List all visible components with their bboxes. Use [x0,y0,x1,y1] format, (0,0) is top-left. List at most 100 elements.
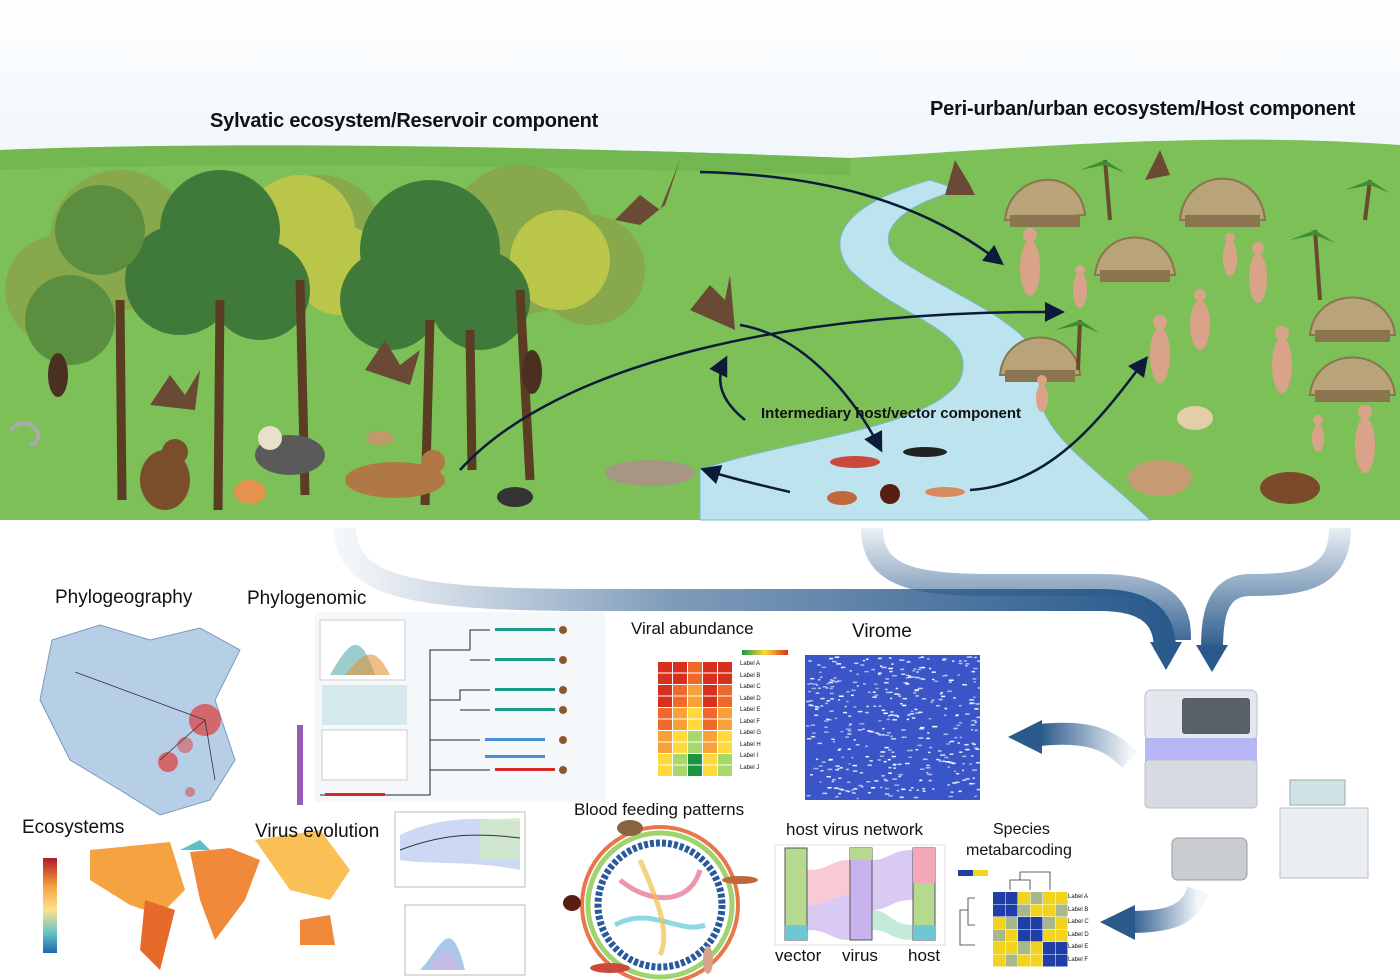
virome-speckle [845,790,849,792]
virome-speckle [928,718,932,720]
virome-speckle [920,768,925,770]
virome-speckle [867,691,871,694]
virome-speckle [894,693,899,695]
virome-speckle [929,667,932,670]
phylogeography-label: Phylogeography [55,587,193,608]
virome-speckle [886,718,890,721]
virome-speckle [832,740,836,743]
virome-speckle [851,789,854,791]
virome-speckle [853,788,858,790]
metabar-cell [993,942,1005,954]
virome-speckle [818,687,821,689]
virome-speckle [882,727,885,730]
virome-speckle [905,683,910,685]
abundance-cell [718,742,732,753]
virome-speckle [921,666,926,669]
species-label: Species [993,821,1050,838]
virome-speckle [893,767,896,769]
virome-speckle [948,679,954,681]
virome-speckle [879,786,883,789]
virome-speckle [852,764,858,767]
virome-speckle [962,762,965,765]
virome-speckle [957,742,960,744]
virome-speckle [865,755,870,758]
virome-speckle [927,658,930,660]
virome-speckle [969,699,974,701]
virome-speckle [825,702,828,705]
abundance-cell [703,685,717,696]
virome-speckle [908,756,913,759]
abundance-cell [688,708,702,719]
virome-speckle [867,791,871,794]
virome-speckle [913,796,919,799]
virome-speckle [838,699,841,701]
virome-heatmap [805,655,982,800]
virome-speckle [840,666,846,669]
abundance-cell [673,719,687,730]
metabar-cell [1005,929,1018,942]
virome-speckle [831,738,835,741]
virome-speckle [915,748,919,751]
virome-speckle [881,709,886,712]
abundance-cell [703,719,717,730]
metabar-cell [1005,892,1018,904]
metabar-cell [1005,954,1018,967]
virome-speckle [954,736,958,739]
virome-speckle [840,767,843,769]
virome-speckle [874,683,878,685]
virome-speckle [904,736,907,738]
virome-speckle [911,787,914,789]
virome-speckle [918,657,921,659]
virome-speckle [940,754,943,756]
virome-speckle [959,736,963,739]
virome-speckle [825,718,830,720]
virome-speckle [811,736,816,738]
virome-speckle [922,790,926,792]
virome-speckle [974,795,977,798]
virome-speckle [892,719,898,721]
virome-speckle [880,751,886,753]
abundance-cell [718,731,732,742]
virome-speckle [965,663,970,665]
virome-speckle [913,668,917,670]
virome-speckle [929,746,933,749]
metabar-row-label: Label A [1068,894,1089,900]
virome-speckle [828,681,834,684]
virome-speckle [953,697,956,699]
virome-speckle [826,700,830,702]
virome-speckle [942,658,947,660]
virome-speckle [965,778,970,780]
virome-speckle [851,756,854,759]
virome-speckle [921,678,926,680]
virome-speckle [898,695,902,698]
transmission-arrows [459,170,1149,494]
virome-speckle [914,708,918,711]
bats [615,150,1170,330]
virome-speckle [838,777,842,780]
virome-speckle [964,743,969,746]
laptop-device [1171,779,1369,881]
virome-speckle [815,758,819,761]
virome-speckle [918,737,924,739]
virome-speckle [847,730,852,732]
abundance-cell [673,742,687,753]
host-virus-network-label: host virus network [786,820,923,839]
virome-speckle [926,764,930,767]
virome-speckle [882,734,885,736]
virome-speckle [884,734,890,737]
virome-speckle [958,662,963,665]
virome-speckle [829,692,834,695]
virome-speckle [927,773,933,776]
virome-speckle [885,678,890,680]
virome-speckle [852,681,858,684]
virome-speckle [829,758,833,761]
virome-speckle [932,788,935,790]
virome-speckle [972,678,977,680]
virome-speckle [814,714,819,717]
abundance-cell [688,765,702,776]
phylogenomic-tree [297,612,605,805]
virome-speckle [944,756,949,759]
metabar-cell [1055,942,1068,954]
virome-speckle [832,660,836,663]
virome-speckle [926,737,931,740]
